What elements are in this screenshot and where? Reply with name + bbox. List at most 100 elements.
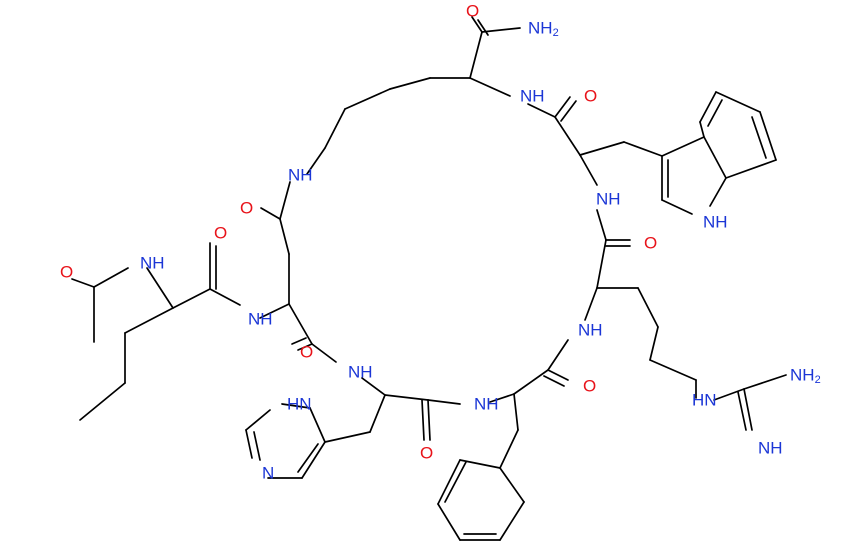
- bond-82: [301, 441, 326, 479]
- atom-label-14: O: [644, 234, 657, 253]
- bond-21: [469, 31, 483, 79]
- bond-27: [554, 96, 571, 118]
- bond-15: [279, 181, 291, 220]
- bond-37: [709, 177, 727, 207]
- bond-61: [547, 369, 569, 381]
- bond-55: [713, 388, 745, 401]
- bond-92: [291, 337, 307, 345]
- bond-41: [715, 91, 761, 113]
- bond-43: [707, 99, 723, 127]
- bond-16: [306, 147, 326, 175]
- bond-88: [281, 403, 311, 409]
- bond-53: [649, 359, 697, 381]
- atom-label-17: NH: [520, 87, 545, 106]
- bond-22: [471, 16, 483, 33]
- bond-83: [297, 443, 319, 473]
- bond-91: [297, 343, 313, 351]
- bond-13: [279, 218, 290, 255]
- bond-35: [661, 136, 705, 157]
- bond-52: [649, 326, 659, 361]
- bond-6: [79, 382, 126, 421]
- atom-label-20: NH: [703, 213, 728, 232]
- bond-lines: [71, 16, 787, 541]
- bond-28: [560, 100, 577, 122]
- bond-69: [437, 503, 461, 541]
- bond-29: [554, 116, 581, 156]
- bond-45: [579, 154, 598, 186]
- atom-label-19: NH2: [528, 19, 559, 40]
- bond-56: [743, 374, 787, 390]
- bond-7: [172, 288, 211, 309]
- bond-30: [579, 141, 625, 156]
- bond-87: [245, 409, 271, 431]
- atom-label-23: NH: [758, 439, 783, 458]
- atom-label-12: O: [583, 377, 596, 396]
- atom-label-15: NH: [596, 190, 621, 209]
- bond-86: [253, 431, 261, 461]
- atom-subscript: 2: [553, 27, 559, 39]
- bond-18: [344, 88, 391, 110]
- bond-39: [759, 111, 777, 161]
- bond-77: [421, 399, 425, 441]
- atom-label-5: NH: [288, 166, 313, 185]
- bond-11: [259, 303, 290, 319]
- atom-label-16: O: [584, 87, 597, 106]
- atom-label-13: NH: [578, 321, 603, 340]
- bond-17: [324, 108, 346, 149]
- bond-24: [481, 27, 521, 33]
- bond-34: [661, 199, 693, 215]
- bond-19: [389, 77, 431, 90]
- bond-40: [751, 116, 767, 159]
- bond-74: [489, 393, 515, 403]
- atom-label-7: NH: [348, 363, 373, 382]
- bond-60: [547, 339, 569, 371]
- bond-63: [513, 369, 549, 395]
- bond-68: [444, 461, 467, 503]
- bond-3: [146, 267, 174, 309]
- atom-label-18: O: [466, 2, 479, 21]
- bond-4: [124, 307, 174, 334]
- bond-2: [71, 278, 95, 288]
- bond-93: [288, 303, 313, 345]
- bond-90: [311, 343, 337, 363]
- bond-59: [584, 287, 598, 321]
- bond-72: [499, 501, 525, 541]
- bond-80: [324, 431, 371, 443]
- bond-14: [260, 207, 281, 220]
- bond-78: [384, 394, 429, 401]
- bond-44: [699, 121, 705, 138]
- bond-79: [369, 394, 386, 433]
- bond-66: [459, 459, 501, 469]
- atom-label-22: NH2: [790, 366, 821, 387]
- bond-58: [737, 391, 747, 431]
- atom-label-9: N: [262, 464, 274, 483]
- atom-label-6: O: [300, 343, 313, 362]
- bond-46: [596, 209, 607, 241]
- bond-42: [699, 91, 717, 123]
- bond-73: [499, 467, 525, 503]
- bond-25: [469, 77, 511, 97]
- atom-label-11: NH: [474, 395, 499, 414]
- bond-26: [527, 103, 556, 118]
- atom-label-4: O: [240, 199, 253, 218]
- bond-31: [623, 141, 663, 157]
- bond-36: [703, 136, 727, 179]
- bond-49: [596, 239, 607, 289]
- atom-label-1: NH: [140, 254, 165, 273]
- bond-10: [209, 288, 241, 306]
- bond-38: [725, 159, 777, 179]
- bond-76: [427, 399, 431, 441]
- bond-65: [499, 429, 519, 469]
- atom-label-8: HN: [287, 395, 312, 414]
- bond-57: [743, 388, 753, 431]
- atom-label-10: O: [420, 444, 433, 463]
- bond-64: [513, 393, 519, 431]
- bond-51: [637, 287, 659, 328]
- atom-label-0: O: [60, 263, 73, 282]
- bond-23: [477, 19, 489, 36]
- atom-label-21: HN: [692, 391, 717, 410]
- bond-75: [427, 399, 461, 405]
- bond-85: [245, 429, 253, 459]
- atom-subscript: 2: [815, 374, 821, 386]
